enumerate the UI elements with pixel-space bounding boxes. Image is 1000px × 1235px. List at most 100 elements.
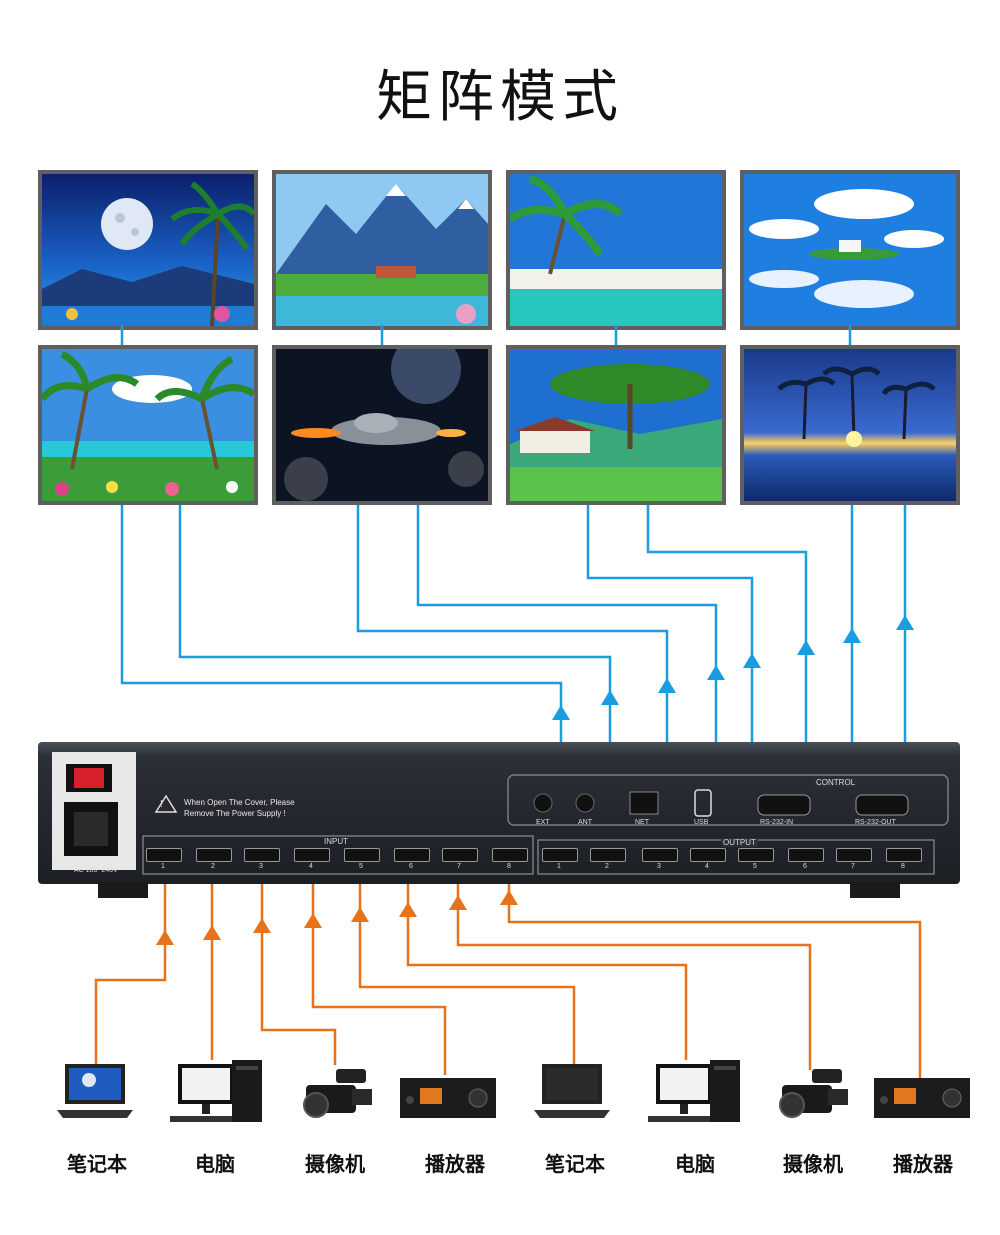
hdmi-input-port-6 bbox=[394, 848, 430, 862]
sky-reflection-island-image bbox=[744, 174, 956, 326]
hdmi-input-port-4 bbox=[294, 848, 330, 862]
mountain-lake-valley-image bbox=[276, 174, 488, 326]
page-title: 矩阵模式 bbox=[376, 65, 624, 130]
palm-beach-sea-image bbox=[510, 174, 722, 326]
screen-6 bbox=[272, 345, 492, 505]
source-2 bbox=[170, 1058, 265, 1130]
hdmi-input-port-1 bbox=[146, 848, 182, 862]
desktop-pc-icon bbox=[648, 1060, 740, 1122]
hdmi-output-port-1 bbox=[542, 848, 578, 862]
input-line-3 bbox=[260, 880, 337, 1065]
hdmi-input-port-number: 1 bbox=[161, 863, 165, 870]
screen-7 bbox=[506, 345, 726, 505]
hdmi-output-port-number: 7 bbox=[851, 863, 855, 870]
hdmi-output-port-number: 6 bbox=[803, 863, 807, 870]
warning-text-2: Remove The Power Supply ! bbox=[184, 809, 286, 818]
hdmi-input-port-8 bbox=[492, 848, 528, 862]
output-label: OUTPUT bbox=[721, 838, 758, 847]
input-lines bbox=[94, 880, 922, 1080]
screen-5 bbox=[38, 345, 258, 505]
warning-text-1: When Open The Cover, Please bbox=[184, 798, 295, 807]
hdmi-output-port-4 bbox=[690, 848, 726, 862]
source-1 bbox=[55, 1062, 135, 1128]
hdmi-output-port-number: 2 bbox=[605, 863, 609, 870]
hdmi-output-port-number: 4 bbox=[705, 863, 709, 870]
source-label-6: 电脑 bbox=[675, 1152, 715, 1176]
screen-4 bbox=[740, 170, 960, 330]
input-line-8 bbox=[507, 880, 922, 1080]
input-line-7 bbox=[456, 880, 812, 1070]
ext-port-label: EXT bbox=[536, 819, 550, 826]
hdmi-input-port-3 bbox=[244, 848, 280, 862]
net-port-label: NET bbox=[635, 819, 649, 826]
output-line-5 bbox=[586, 505, 754, 850]
input-line-5 bbox=[358, 880, 576, 1065]
source-label-1: 笔记本 bbox=[67, 1152, 127, 1176]
output-line-6 bbox=[646, 505, 808, 850]
input-line-6 bbox=[406, 880, 688, 1060]
usb-port-label: USB bbox=[694, 819, 709, 826]
hdmi-output-port-6 bbox=[788, 848, 824, 862]
screen-1 bbox=[38, 170, 258, 330]
laptop-icon bbox=[57, 1064, 133, 1118]
hdmi-output-port-number: 3 bbox=[657, 863, 661, 870]
hdmi-input-port-5 bbox=[344, 848, 380, 862]
source-6 bbox=[648, 1058, 743, 1130]
hdmi-input-port-7 bbox=[442, 848, 478, 862]
hdmi-output-port-8 bbox=[886, 848, 922, 862]
output-line-4 bbox=[416, 505, 718, 850]
hdmi-input-port-2 bbox=[196, 848, 232, 862]
media-player-icon bbox=[400, 1078, 496, 1118]
source-7 bbox=[772, 1065, 852, 1129]
output-line-3 bbox=[356, 505, 669, 850]
source-3 bbox=[296, 1065, 376, 1129]
moonlit-palm-beach-image bbox=[42, 174, 254, 326]
tropical-flower-beach-image bbox=[42, 349, 254, 501]
source-4 bbox=[398, 1072, 498, 1128]
source-5 bbox=[532, 1062, 612, 1128]
input-label: INPUT bbox=[324, 837, 348, 846]
power-switch-icon bbox=[90, 770, 102, 784]
input-arrows bbox=[156, 890, 518, 945]
hdmi-input-port-number: 3 bbox=[259, 863, 263, 870]
screen-3 bbox=[506, 170, 726, 330]
ant-port-label: ANT bbox=[578, 819, 592, 826]
control-label: CONTROL bbox=[814, 778, 858, 787]
source-label-2: 电脑 bbox=[195, 1152, 235, 1176]
screen-8 bbox=[740, 345, 960, 505]
media-player-icon bbox=[874, 1078, 970, 1118]
source-label-7: 摄像机 bbox=[783, 1152, 843, 1176]
source-label-4: 播放器 bbox=[425, 1152, 485, 1176]
hdmi-input-port-number: 7 bbox=[457, 863, 461, 870]
screen-2 bbox=[272, 170, 492, 330]
warning-icon: ! bbox=[160, 799, 163, 810]
hdmi-input-port-number: 2 bbox=[211, 863, 215, 870]
power-label: AC 100~240V bbox=[74, 867, 118, 874]
desktop-pc-icon bbox=[170, 1060, 262, 1122]
hdmi-output-port-3 bbox=[642, 848, 678, 862]
source-8 bbox=[872, 1072, 972, 1128]
hdmi-input-port-number: 5 bbox=[359, 863, 363, 870]
matrix-switcher: ! When Open The Cover, Please Remove The… bbox=[38, 740, 960, 905]
hdmi-output-port-number: 5 bbox=[753, 863, 757, 870]
rs232-out-label: RS-232-OUT bbox=[855, 819, 896, 826]
hdmi-output-port-7 bbox=[836, 848, 872, 862]
hdmi-input-port-number: 4 bbox=[309, 863, 313, 870]
video-camera-icon bbox=[303, 1069, 372, 1118]
laptop-icon bbox=[534, 1064, 610, 1118]
hdmi-output-port-number: 1 bbox=[557, 863, 561, 870]
rs232-in-label: RS-232-IN bbox=[760, 819, 794, 826]
video-camera-icon bbox=[779, 1069, 848, 1118]
source-label-8: 播放器 bbox=[893, 1152, 953, 1176]
output-arrows bbox=[552, 615, 914, 720]
hdmi-input-port-number: 8 bbox=[507, 863, 511, 870]
sunset-palm-reflection-image bbox=[744, 349, 956, 501]
tree-and-lodge-image bbox=[510, 349, 722, 501]
hdmi-output-port-number: 8 bbox=[901, 863, 905, 870]
spaceship-in-space-image bbox=[276, 349, 488, 501]
hdmi-input-port-number: 6 bbox=[409, 863, 413, 870]
hdmi-output-port-5 bbox=[738, 848, 774, 862]
source-label-3: 摄像机 bbox=[305, 1152, 365, 1176]
source-label-5: 笔记本 bbox=[545, 1152, 605, 1176]
